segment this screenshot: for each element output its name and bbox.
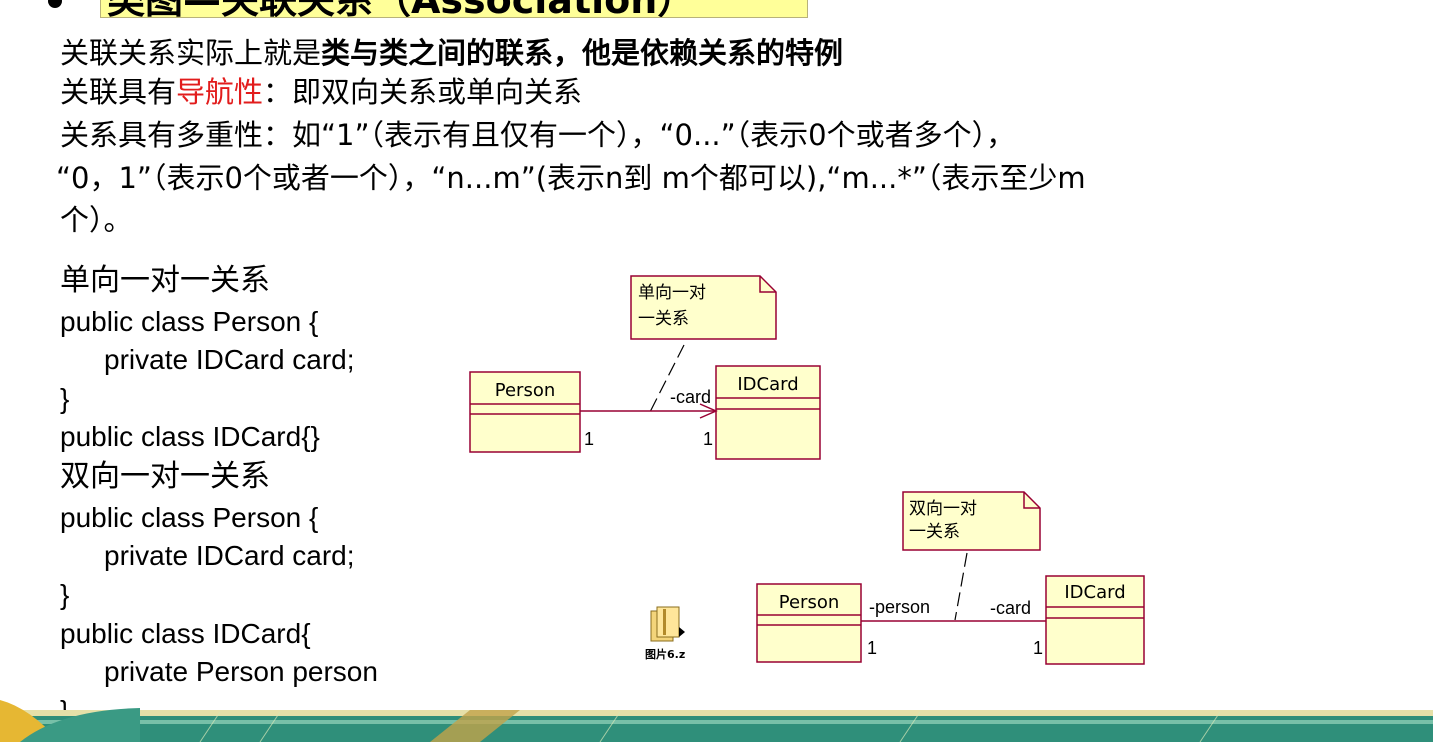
paragraph-2-highlight: 导航性: [176, 75, 264, 109]
heading-one-way: 单向一对一关系: [60, 263, 270, 298]
code-line: public class Person {: [60, 502, 319, 533]
code-line: public class Person {: [60, 306, 319, 337]
bullet-icon: [48, 0, 62, 8]
class-person-1: Person: [469, 371, 581, 453]
multiplicity-label: 1: [703, 429, 713, 449]
arrowhead-icon: [699, 403, 718, 419]
class-name: IDCard: [737, 374, 798, 395]
paragraph-2-after: ：即双向关系或单向关系: [263, 75, 583, 109]
role-label: -person: [869, 597, 930, 617]
note-anchor-line: [954, 552, 968, 621]
code-line: private IDCard card;: [104, 540, 355, 571]
paragraph-2: 关联具有导航性：即双向关系或单向关系: [60, 72, 582, 112]
paragraph-1-bold: 类与类之间的联系，他是依赖关系的特例: [321, 36, 844, 70]
attachment-label[interactable]: 图片6.z: [645, 648, 686, 661]
note-two-way: 双向一对 一关系: [902, 491, 1041, 551]
multiplicity-label: 1: [867, 638, 877, 658]
class-name: Person: [779, 592, 840, 613]
paragraph-2-before: 关联具有: [60, 75, 177, 109]
multiplicity-label: 1: [584, 429, 594, 449]
class-idcard-2: IDCard: [1045, 575, 1145, 665]
code-line: public class IDCard{: [60, 618, 311, 649]
class-name: Person: [495, 380, 556, 401]
code-line: private Person person: [104, 656, 378, 687]
footer-decoration: [0, 700, 1433, 742]
folder-zip-icon[interactable]: [645, 605, 693, 663]
note-line: 双向一对: [909, 499, 977, 519]
paragraph-5: 个）。: [60, 203, 133, 237]
note-anchor-line: [649, 344, 685, 413]
page-title: 类图—关联关系（Association）: [107, 0, 695, 17]
class-idcard-1: IDCard: [715, 365, 821, 460]
paragraph-1: 关联关系实际上就是类与类之间的联系，他是依赖关系的特例: [60, 33, 843, 73]
note-line: 一关系: [638, 309, 689, 329]
class-person-2: Person: [756, 583, 862, 663]
note-line: 一关系: [909, 522, 960, 542]
note-line: 单向一对: [638, 283, 706, 303]
note-one-way: 单向一对 一关系: [630, 275, 777, 340]
role-label: -card: [990, 598, 1031, 618]
paragraph-3: 关系具有多重性：如“1”（表示有且仅有一个），“0...”（表示0个或者多个），: [60, 118, 1016, 152]
class-name: IDCard: [1064, 582, 1125, 603]
heading-two-way: 双向一对一关系: [60, 459, 270, 494]
code-line: }: [60, 579, 70, 610]
code-line: public class IDCard{}: [60, 421, 320, 452]
paragraph-4: “0，1”（表示0个或者一个），“n...m”(表示n到 m个都可以),“m..…: [56, 161, 1086, 195]
multiplicity-label: 1: [1033, 638, 1043, 658]
paragraph-1-text: 关联关系实际上就是: [60, 36, 322, 70]
code-line: }: [60, 383, 70, 414]
role-label: -card: [670, 387, 711, 407]
code-line: private IDCard card;: [104, 344, 355, 375]
title-banner: 类图—关联关系（Association）: [100, 0, 808, 18]
